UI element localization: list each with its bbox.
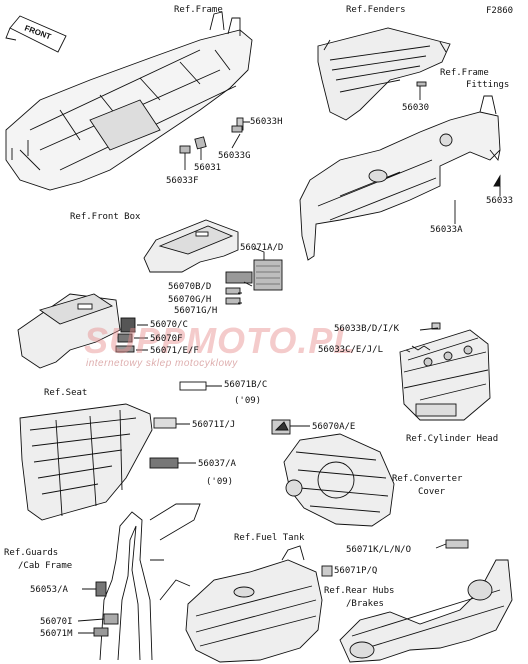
ref-guards-line2: /Cab Frame — [18, 561, 73, 571]
sticker-56071PQ — [321, 565, 333, 577]
part-56071BC: 56071B/C — [224, 380, 268, 390]
part-56070AE: 56070A/E — [312, 422, 356, 432]
part-56037A: 56037/A — [198, 459, 236, 469]
ref-rear-hubs-line2: /Brakes — [346, 599, 384, 609]
part-56070GH: 56070G/H — [168, 295, 212, 305]
part-56071M: 56071M — [40, 629, 73, 639]
ref-front-box: Ref.Front Box — [70, 212, 141, 222]
sticker-56031 — [194, 136, 207, 150]
part-56071EF: 56071/E/F — [150, 346, 199, 356]
watermark-logo: SUPPMOTO.PL — [84, 320, 357, 361]
sticker-56070BD — [225, 271, 253, 284]
ref-cylinder-head: Ref.Cylinder Head — [406, 434, 499, 444]
sticker-56070C — [120, 317, 136, 333]
frame-fittings-drawing — [299, 95, 501, 261]
ref-converter-cover-line1: Ref.Converter — [392, 474, 463, 484]
sticker-56070I — [103, 613, 119, 625]
part-56071AD: 56071A/D — [240, 243, 284, 253]
part-56033H: 56033H — [250, 117, 283, 127]
sticker-56071KLNO — [445, 539, 469, 549]
cylinder-head-drawing — [399, 329, 491, 421]
ref-rear-hubs-line1: Ref.Rear Hubs — [324, 586, 395, 596]
sticker-56071IJ — [153, 417, 177, 429]
sticker-56071AD — [253, 259, 283, 291]
ref-seat: Ref.Seat — [44, 388, 88, 398]
part-56030: 56030 — [402, 103, 430, 113]
ref-frame-fittings-line2: Fittings — [466, 80, 510, 90]
part-56070F: 56070F — [150, 334, 183, 344]
cab-frame-drawing — [99, 503, 201, 661]
front-box-upper-drawing — [143, 219, 239, 273]
fuel-tank-drawing — [185, 545, 323, 663]
part-09-b: ('09) — [206, 477, 234, 487]
sticker-56033F — [179, 145, 191, 154]
part-09-a: ('09) — [234, 396, 262, 406]
rear-hubs-drawing — [339, 559, 513, 663]
diagram-code: F2860 — [486, 6, 514, 16]
sticker-56071M — [93, 627, 109, 637]
part-56071GH: 56071G/H — [174, 306, 218, 316]
part-56070I: 56070I — [40, 617, 73, 627]
converter-cover-drawing — [283, 433, 395, 527]
part-56033G: 56033G — [218, 151, 251, 161]
part-56031: 56031 — [194, 163, 222, 173]
part-56033BDIK: 56033B/D/I/K — [334, 324, 400, 334]
part-56033A: 56033A — [430, 225, 463, 235]
wire-clip-icon — [411, 322, 441, 351]
part-56053A: 56053/A — [30, 585, 68, 595]
fenders-drawing — [317, 27, 451, 121]
sticker-56070AE — [271, 419, 291, 435]
ref-fuel-tank: Ref.Fuel Tank — [234, 533, 305, 543]
sticker-56033G — [231, 125, 243, 133]
seat-drawing — [19, 403, 153, 521]
frame-drawing — [5, 11, 253, 191]
part-56071KLNO: 56071K/L/N/O — [346, 545, 412, 555]
ref-fenders: Ref.Fenders — [346, 5, 406, 15]
front-box-lower-drawing — [17, 293, 121, 369]
part-56071IJ: 56071I/J — [192, 420, 236, 430]
ref-frame: Ref.Frame — [174, 5, 223, 15]
part-56033CEJL: 56033C/E/J/L — [318, 345, 384, 355]
sticker-56071EF — [115, 345, 135, 353]
ref-frame-fittings-line1: Ref.Frame — [440, 68, 489, 78]
part-56070BD: 56070B/D — [168, 282, 212, 292]
sticker-56037A — [149, 457, 179, 469]
sticker-56070GH — [225, 287, 241, 295]
sticker-56053A — [95, 581, 107, 597]
sticker-56070F — [117, 333, 133, 343]
ref-guards-line1: Ref.Guards — [4, 548, 59, 558]
part-56033: 56033 — [486, 196, 514, 206]
ref-converter-cover-line2: Cover — [418, 487, 446, 497]
part-56070C: 56070/C — [150, 320, 188, 330]
sticker-56071GH — [225, 297, 241, 305]
part-56033F: 56033F — [166, 176, 199, 186]
sticker-56071BC — [179, 381, 207, 391]
part-56071PQ: 56071P/Q — [334, 566, 378, 576]
front-arrow-icon — [5, 15, 67, 53]
watermark-tagline: internetowy sklep motocyklowy — [86, 358, 238, 369]
